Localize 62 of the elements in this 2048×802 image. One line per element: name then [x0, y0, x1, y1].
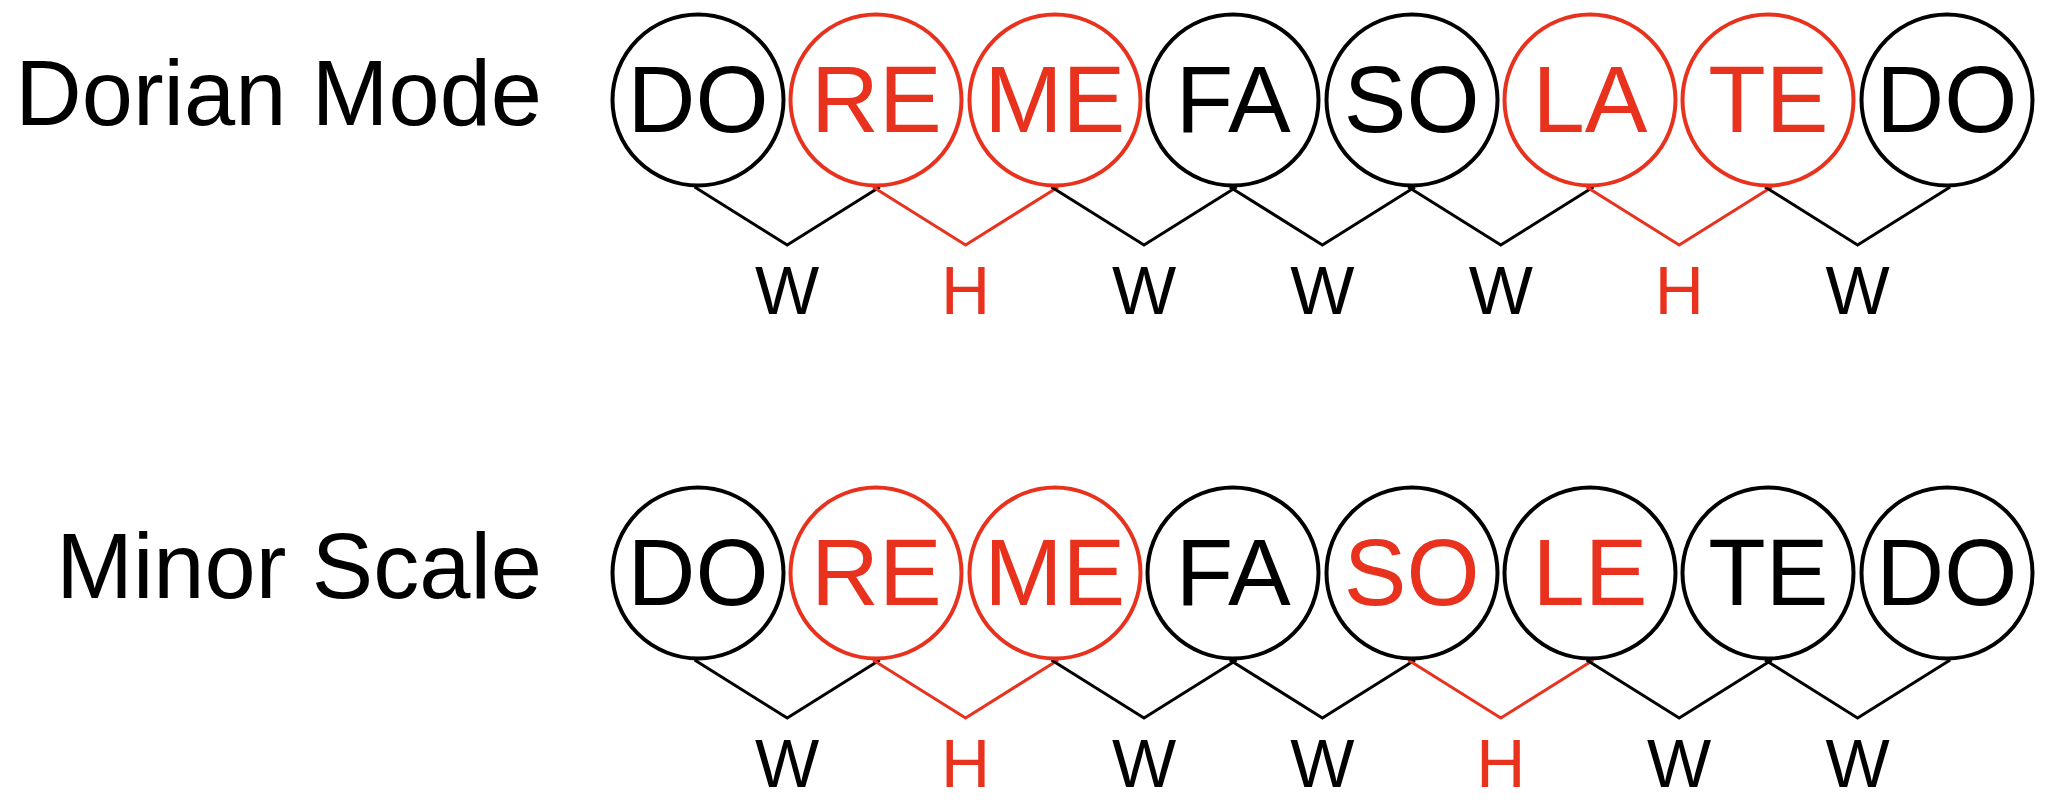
interval-connector — [1050, 658, 1238, 720]
solfege-syllable: DO — [627, 53, 769, 147]
interval-connector — [872, 185, 1059, 247]
solfege-circle — [1323, 12, 1500, 188]
interval-label: W — [1111, 256, 1177, 324]
interval-label: H — [941, 256, 991, 324]
solfege-circle — [788, 12, 965, 188]
interval-label: W — [1647, 729, 1712, 797]
interval-label: W — [1290, 729, 1355, 797]
interval-connector — [1229, 658, 1416, 720]
interval-label: W — [1825, 256, 1890, 324]
solfege-syllable: DO — [1876, 53, 2018, 147]
scale-name: Minor Scale — [56, 520, 542, 612]
solfege-circle — [966, 12, 1143, 188]
solfege-circle — [610, 12, 786, 188]
solfege-circle — [1858, 485, 2035, 661]
interval-label: W — [755, 256, 820, 324]
solfege-syllable: FA — [1175, 53, 1291, 147]
interval-label: W — [1290, 256, 1355, 324]
interval-connector — [1407, 185, 1595, 247]
solfege-syllable: SO — [1343, 526, 1480, 620]
interval-connector — [872, 658, 1059, 720]
interval-label: H — [1476, 729, 1526, 797]
solfege-circle — [1145, 12, 1322, 188]
interval-label: W — [1468, 256, 1533, 324]
solfege-syllable: RE — [811, 526, 942, 620]
interval-connector — [1585, 185, 1773, 247]
interval-connector — [1764, 658, 1951, 720]
solfege-syllable: SO — [1343, 53, 1480, 147]
solfege-circle — [1502, 12, 1678, 188]
solfege-syllable: ME — [984, 53, 1126, 147]
interval-label: W — [1111, 729, 1177, 797]
solfege-syllable: ME — [984, 526, 1126, 620]
interval-label: W — [755, 729, 820, 797]
interval-label: H — [941, 729, 991, 797]
solfege-circle — [966, 485, 1143, 661]
interval-connector — [1229, 185, 1416, 247]
interval-connector — [1407, 658, 1595, 720]
solfege-circle — [1680, 485, 1857, 661]
solfege-syllable: RE — [811, 53, 942, 147]
interval-connector — [1050, 185, 1238, 247]
interval-label: H — [1654, 256, 1704, 324]
solfege-circle — [610, 485, 786, 661]
solfege-circle — [1502, 485, 1678, 661]
solfege-syllable: DO — [1876, 526, 2018, 620]
solfege-circle — [1680, 12, 1857, 188]
solfege-syllable: TE — [1708, 526, 1829, 620]
solfege-syllable: LE — [1532, 526, 1648, 620]
interval-connector — [1585, 658, 1773, 720]
solfege-circle — [1323, 485, 1500, 661]
interval-connector — [693, 185, 881, 247]
solfege-syllable: FA — [1175, 526, 1291, 620]
solfege-circle — [1145, 485, 1322, 661]
scale-name: Dorian Mode — [15, 47, 542, 139]
interval-connector — [1764, 185, 1951, 247]
solfege-circle — [788, 485, 965, 661]
solfege-syllable: TE — [1708, 53, 1829, 147]
solfege-circle — [1858, 12, 2035, 188]
solfege-syllable: LA — [1532, 53, 1648, 147]
solfege-syllable: DO — [627, 526, 769, 620]
interval-connector — [693, 658, 881, 720]
interval-label: W — [1825, 729, 1890, 797]
